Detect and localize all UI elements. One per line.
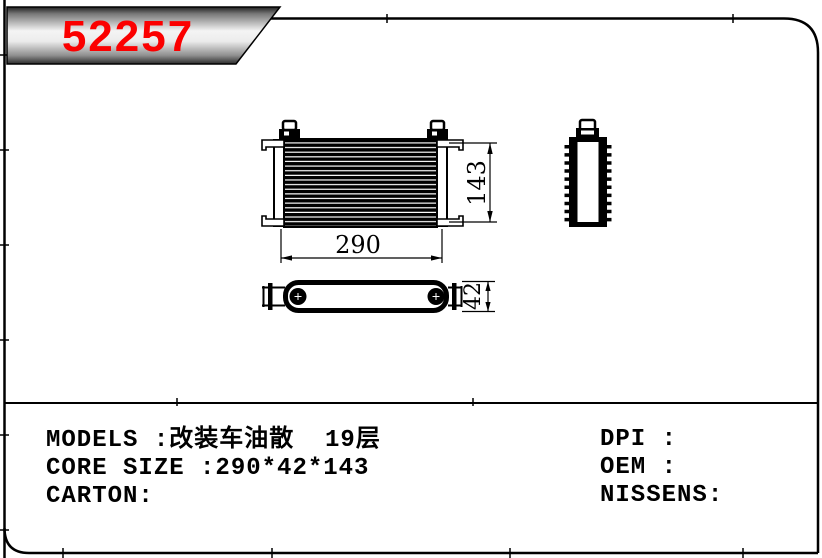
dpi-line: DPI : — [600, 426, 678, 453]
nissens-line: NISSENS: — [600, 482, 724, 509]
oil-cooler-top-view — [262, 280, 463, 313]
left-port-fitting — [279, 119, 300, 139]
dimension-lines-front — [280, 142, 497, 263]
fold-marks — [0, 14, 744, 558]
oem-line: OEM : — [600, 454, 678, 481]
core-fins — [284, 139, 437, 227]
right-port-fitting — [427, 119, 448, 139]
side-port-fitting — [576, 118, 599, 138]
dimension-width-label: 290 — [335, 231, 381, 259]
dimension-lines-top — [462, 280, 495, 313]
oil-cooler-side-view — [564, 118, 612, 227]
carton-line: CARTON: — [46, 483, 154, 510]
core-size-line: CORE SIZE :290*42*143 — [46, 455, 370, 482]
part-number: 52257 — [61, 12, 195, 61]
part-number-banner — [6, 6, 282, 65]
dimension-depth-label: 42 — [461, 282, 486, 310]
models-line: MODELS :改装车油散 19层 — [46, 427, 381, 454]
oil-cooler-front-view — [261, 119, 464, 228]
dimension-height-label: 143 — [463, 160, 491, 206]
